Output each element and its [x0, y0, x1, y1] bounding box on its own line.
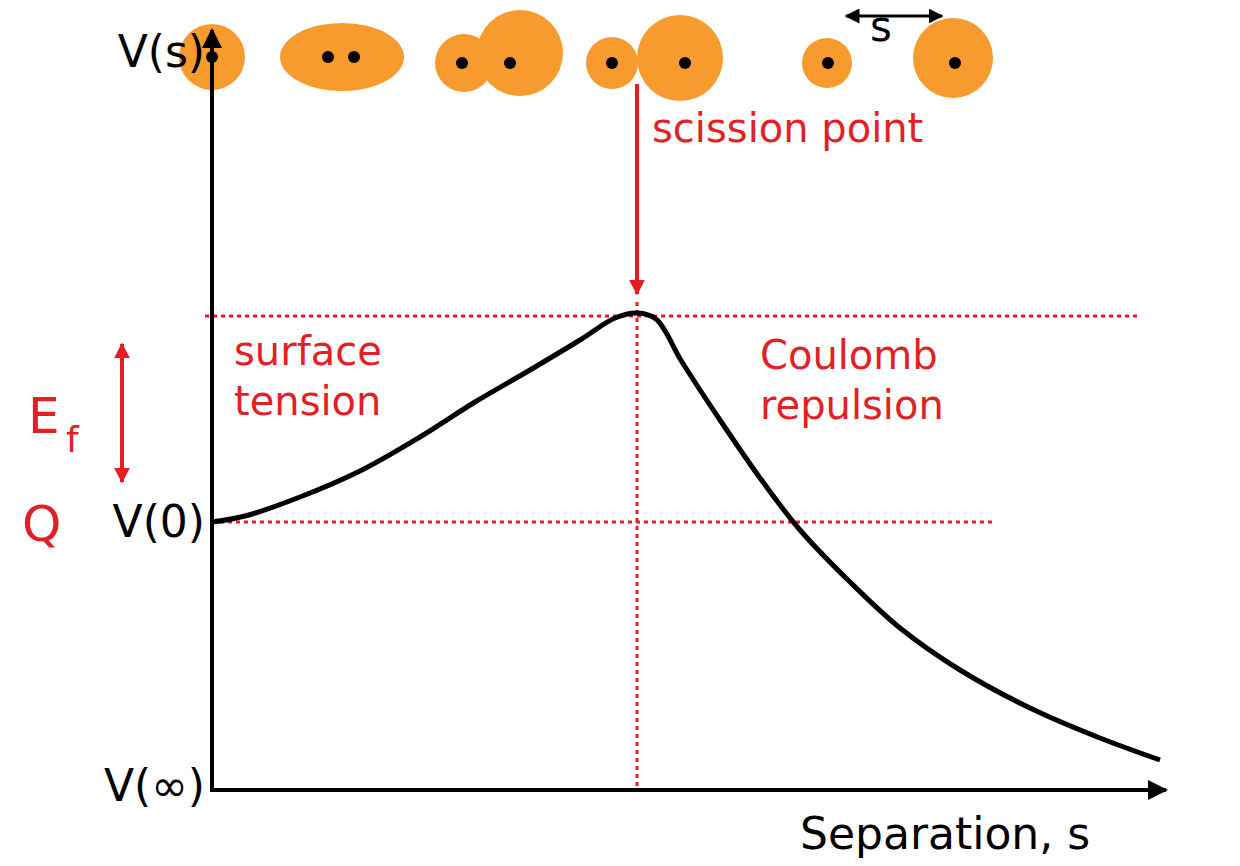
- dot: [822, 57, 834, 69]
- dot: [348, 51, 360, 63]
- axis-value: V(0): [113, 496, 205, 549]
- region-label: Coulomb repulsion: [760, 330, 1020, 430]
- dot: [504, 57, 516, 69]
- energy-symbol: E: [28, 386, 60, 446]
- fragment: [802, 38, 852, 88]
- potential-curve: [212, 313, 1160, 760]
- barrier-guide: [205, 315, 1138, 318]
- separation-arrow: [846, 15, 942, 18]
- x-axis: [210, 788, 1166, 792]
- axis-label: V(s): [118, 26, 205, 79]
- barrier-height-arrow: [120, 344, 124, 482]
- energy-symbol: Q: [22, 494, 61, 554]
- dot: [322, 51, 334, 63]
- subscript: f: [66, 418, 79, 461]
- scission-arrow: [635, 84, 639, 294]
- fragment: [913, 18, 993, 98]
- dot: [456, 57, 468, 69]
- fragment: [637, 15, 723, 101]
- nucleus: [280, 23, 404, 91]
- y-axis: [210, 30, 214, 792]
- centre-dots: [206, 51, 961, 69]
- ground-guide: [212, 521, 992, 524]
- dot: [949, 57, 961, 69]
- region-label: surface tension: [234, 326, 464, 426]
- dot: [679, 57, 691, 69]
- nucleus: [477, 10, 563, 96]
- axis-value: V(∞): [104, 760, 205, 813]
- axis-label: Separation, s: [800, 808, 1090, 861]
- dot: [606, 57, 618, 69]
- scission-guide: [636, 302, 639, 788]
- separation-symbol: s: [870, 2, 892, 52]
- fragment: [586, 37, 638, 89]
- scission-label: scission point: [652, 104, 923, 152]
